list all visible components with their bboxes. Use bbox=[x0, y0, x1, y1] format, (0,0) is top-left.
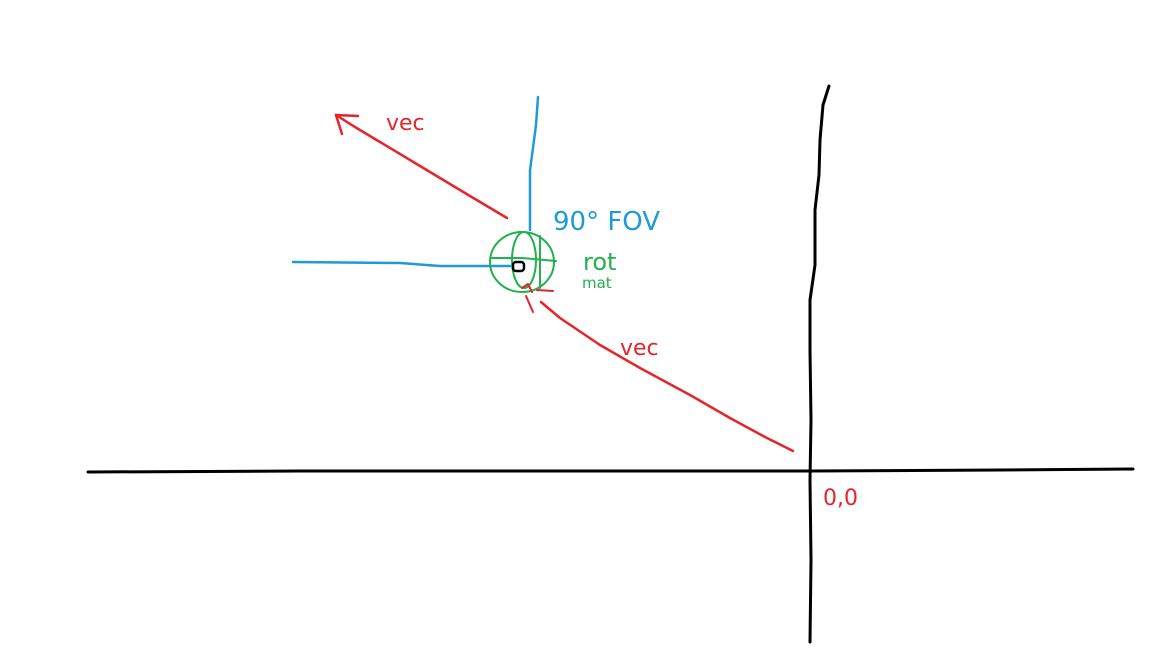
vector-base-stroke-3 bbox=[536, 289, 554, 292]
camera-body bbox=[511, 260, 526, 273]
fov-label: 90° FOV bbox=[553, 207, 660, 237]
vector-base-strokes bbox=[521, 283, 554, 313]
matrix-label: mat bbox=[582, 274, 612, 292]
y-axis bbox=[808, 84, 831, 644]
origin-label: 0,0 bbox=[823, 486, 858, 511]
vector-base-stroke-2 bbox=[525, 295, 534, 313]
vector-upper-label: vec bbox=[386, 111, 425, 136]
rotation-sphere-meridian bbox=[511, 231, 537, 289]
fov-lines bbox=[291, 95, 540, 268]
fov-horizontal-line bbox=[291, 260, 512, 268]
vector-lower bbox=[539, 300, 795, 453]
fov-vertical-line bbox=[528, 95, 540, 232]
vector-upper bbox=[334, 113, 509, 220]
vector-upper-line bbox=[334, 113, 509, 220]
rotation-sphere-equator bbox=[491, 257, 557, 262]
vector-lower-label: vec bbox=[620, 336, 659, 361]
x-axis bbox=[86, 467, 1135, 474]
axes bbox=[86, 84, 1135, 644]
rotation-label: rot bbox=[583, 248, 616, 276]
rotation-sphere-icon bbox=[489, 231, 557, 293]
arrowhead-icon bbox=[334, 113, 360, 136]
vector-base-stroke-1 bbox=[521, 283, 533, 293]
camera-dot-icon bbox=[511, 260, 526, 273]
vector-lower-line bbox=[539, 300, 795, 453]
